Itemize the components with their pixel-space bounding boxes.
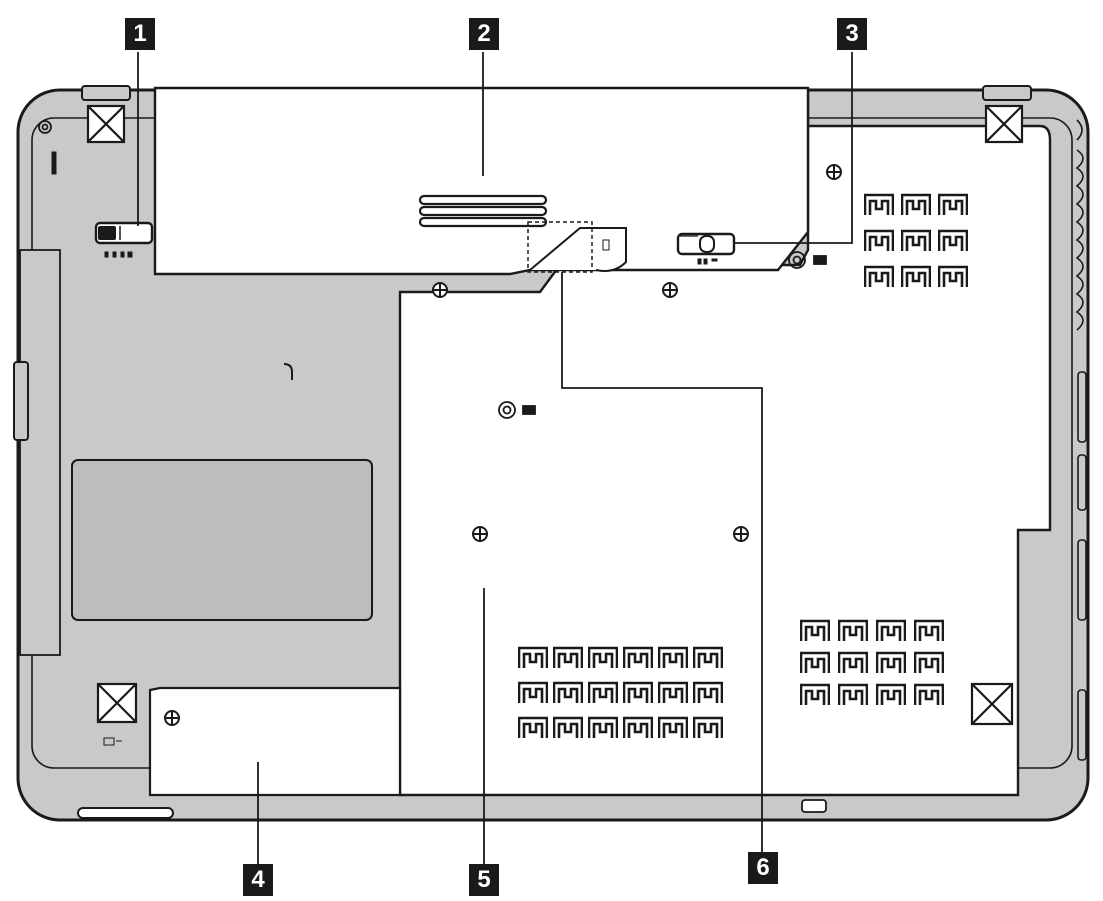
- battery-latch-manual: [94, 221, 154, 245]
- foot-front-right: [970, 682, 1014, 726]
- hard-disk-compartment: [148, 686, 402, 797]
- hinge-tab-right: [982, 85, 1032, 101]
- hinge-tab-left: [81, 85, 131, 101]
- foot-front-left: [96, 682, 138, 724]
- battery-latch-spring: [676, 232, 736, 256]
- screw-2: [432, 282, 448, 298]
- front-notch: [77, 807, 174, 819]
- battery-release-area: [529, 227, 627, 272]
- screws: [164, 164, 842, 726]
- front-switch: [801, 799, 827, 813]
- screw-4: [472, 526, 488, 542]
- screw-5: [733, 526, 749, 542]
- callout-5: 5: [469, 864, 499, 896]
- screw-1: [826, 164, 842, 180]
- callout-6: 6: [748, 852, 778, 884]
- right-edge-ports: [1075, 119, 1087, 761]
- lock-markers: [38, 120, 827, 419]
- optical-drive-button: [13, 361, 29, 441]
- foot-rear-left: [86, 104, 126, 144]
- callout-1: 1: [125, 18, 155, 50]
- callout-3: 3: [837, 18, 867, 50]
- optical-drive-edge: [19, 249, 61, 656]
- callout-4: 4: [243, 864, 273, 896]
- leader-lines: [137, 52, 853, 868]
- screw-3: [662, 282, 678, 298]
- rubber-feet: [86, 104, 1024, 726]
- callout-2: 2: [469, 18, 499, 50]
- battery-pack: [153, 86, 810, 276]
- label-recess: [71, 459, 373, 621]
- leader-6: [561, 272, 763, 852]
- printed-symbols: [51, 151, 718, 746]
- hook-mark: [283, 363, 293, 380]
- foot-rear-right: [984, 104, 1024, 144]
- screw-6: [164, 710, 180, 726]
- battery-grip: [418, 194, 548, 228]
- battery-dashed-box: [527, 221, 593, 273]
- leader-3: [734, 52, 853, 244]
